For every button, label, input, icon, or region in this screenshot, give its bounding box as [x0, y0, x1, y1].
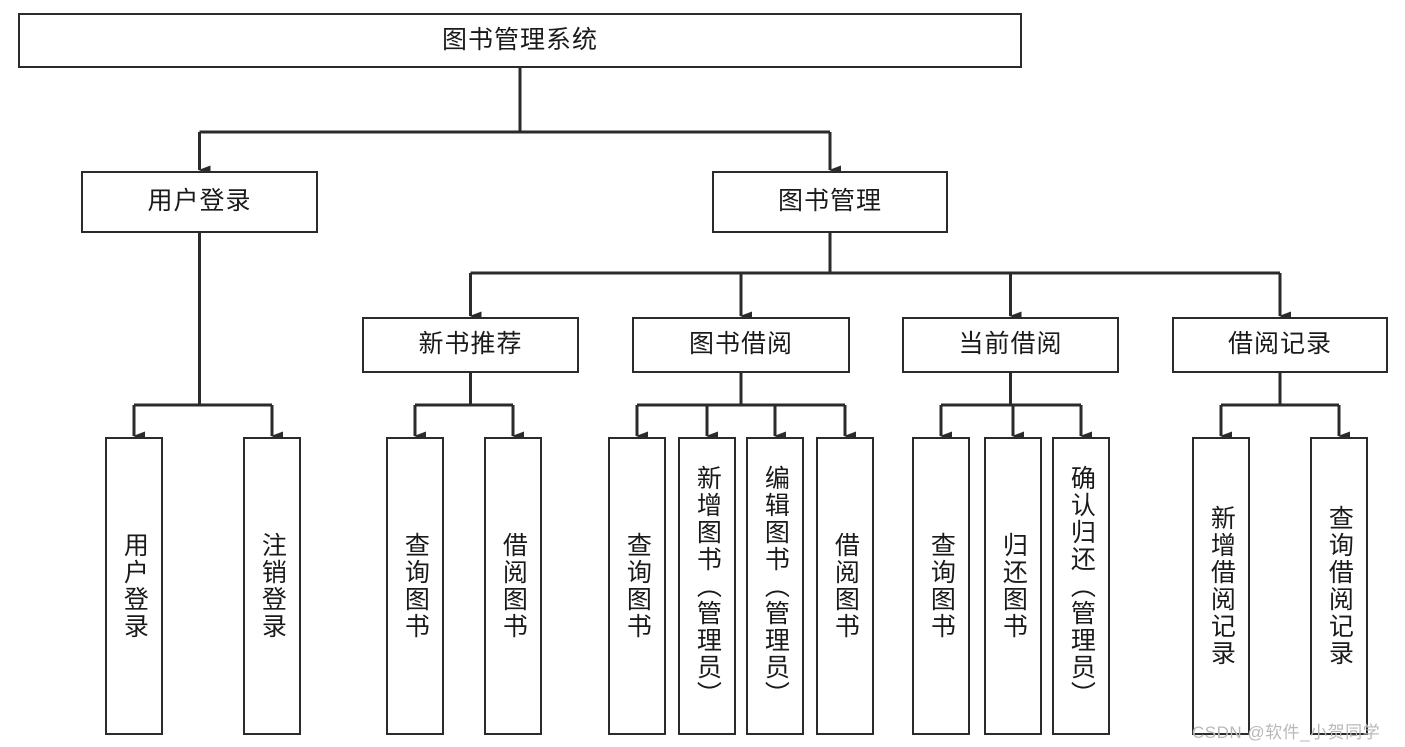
leaf-node-2: 查询图书 [386, 437, 444, 735]
leaf-node-5-label: 新增图书（管理员） [693, 464, 722, 708]
csdn-watermark: CSDN @软件_小贺同学 [1192, 723, 1381, 742]
leaf-node-9-label: 归还图书 [999, 532, 1028, 640]
leaf-node-10-label: 确认归还（管理员） [1067, 464, 1096, 708]
leaf-node-9: 归还图书 [984, 437, 1042, 735]
leaf-node-4: 查询图书 [608, 437, 666, 735]
level3-node-3: 借阅记录 [1172, 317, 1388, 373]
leaf-node-7-label: 借阅图书 [831, 532, 860, 640]
level3-node-2: 当前借阅 [902, 317, 1119, 373]
leaf-node-1-label: 注销登录 [258, 532, 287, 640]
leaf-node-8-label: 查询图书 [927, 532, 956, 640]
leaf-node-3-label: 借阅图书 [499, 532, 528, 640]
root-node-0-label: 图书管理系统 [441, 25, 598, 54]
level3-node-0-label: 新书推荐 [418, 330, 523, 359]
leaf-node-3: 借阅图书 [484, 437, 542, 735]
level2-node-1: 图书管理 [712, 171, 948, 233]
leaf-node-1: 注销登录 [243, 437, 301, 735]
level3-node-2-label: 当前借阅 [958, 330, 1063, 359]
leaf-node-2-label: 查询图书 [401, 532, 430, 640]
leaf-node-0: 用户登录 [105, 437, 163, 735]
leaf-node-11: 新增借阅记录 [1192, 437, 1250, 735]
leaf-node-12: 查询借阅记录 [1310, 437, 1368, 735]
leaf-node-6: 编辑图书（管理员） [746, 437, 804, 735]
leaf-node-7: 借阅图书 [816, 437, 874, 735]
level2-node-1-label: 图书管理 [777, 187, 882, 216]
leaf-node-11-label: 新增借阅记录 [1207, 505, 1236, 667]
leaf-node-12-label: 查询借阅记录 [1325, 505, 1354, 667]
root-node-0: 图书管理系统 [18, 13, 1022, 68]
level2-node-0-label: 用户登录 [147, 187, 252, 216]
leaf-node-4-label: 查询图书 [623, 532, 652, 640]
leaf-node-5: 新增图书（管理员） [678, 437, 736, 735]
leaf-node-8: 查询图书 [912, 437, 970, 735]
leaf-node-10: 确认归还（管理员） [1052, 437, 1110, 735]
level3-node-1: 图书借阅 [632, 317, 850, 373]
level2-node-0: 用户登录 [81, 171, 318, 233]
level3-node-3-label: 借阅记录 [1227, 330, 1332, 359]
level3-node-0: 新书推荐 [362, 317, 579, 373]
leaf-node-0-label: 用户登录 [120, 532, 149, 640]
level3-node-1-label: 图书借阅 [688, 330, 793, 359]
leaf-node-6-label: 编辑图书（管理员） [761, 464, 790, 708]
